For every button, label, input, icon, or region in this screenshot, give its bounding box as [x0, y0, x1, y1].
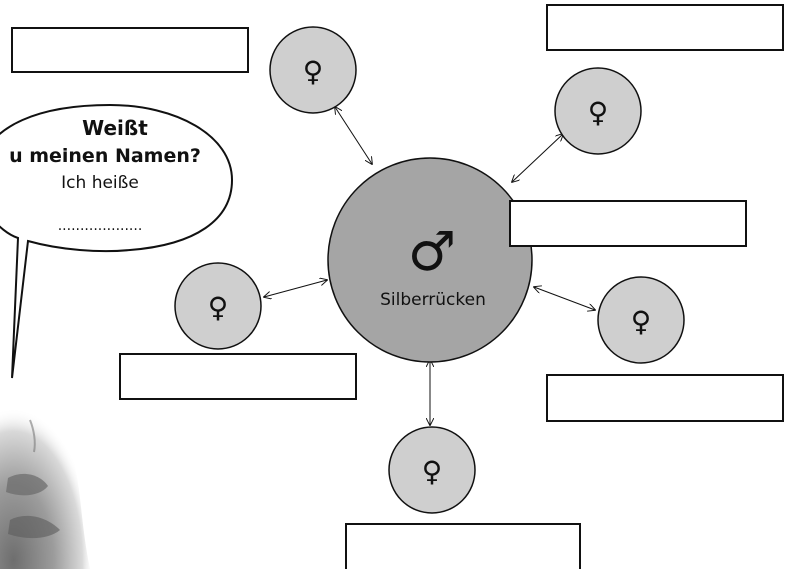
female-symbol-icon: ♀	[422, 455, 443, 488]
name-box-right[interactable]	[546, 374, 784, 422]
male-symbol-icon: ♂	[408, 220, 456, 283]
female-node-top-left: ♀	[269, 26, 357, 114]
bubble-line-1: Weißt	[82, 116, 148, 140]
name-box-bottom[interactable]	[345, 523, 581, 569]
silverback-circle	[327, 157, 533, 363]
name-box-top-right[interactable]	[546, 4, 784, 51]
name-box-center-right[interactable]	[509, 200, 747, 247]
silverback-label: Silberrücken	[380, 290, 486, 310]
female-node-bottom: ♀	[388, 426, 476, 514]
arrow-left	[264, 280, 327, 297]
bubble-line-2: u meinen Namen?	[9, 145, 201, 167]
arrow-right	[534, 287, 595, 310]
silverback-node: ♂ Silberrücken	[327, 157, 533, 363]
name-box-top-left[interactable]	[11, 27, 249, 73]
female-node-left: ♀	[174, 262, 262, 350]
speech-bubble: Weißt u meinen Namen? Ich heiße ........…	[0, 103, 234, 379]
female-symbol-icon: ♀	[631, 305, 652, 338]
arrow-top-left	[335, 107, 372, 164]
female-symbol-icon: ♀	[303, 55, 324, 88]
female-node-right: ♀	[597, 276, 685, 364]
gorilla-face-image	[0, 399, 90, 569]
bubble-line-4: ...................	[58, 218, 143, 234]
female-symbol-icon: ♀	[208, 291, 229, 324]
name-box-left[interactable]	[119, 353, 357, 400]
female-symbol-icon: ♀	[588, 96, 609, 129]
arrow-top-right	[512, 134, 563, 182]
female-node-top-right: ♀	[554, 67, 642, 155]
name-boxes	[11, 4, 784, 569]
bubble-line-3: Ich heiße	[61, 173, 139, 193]
relationship-arrows	[264, 107, 595, 425]
